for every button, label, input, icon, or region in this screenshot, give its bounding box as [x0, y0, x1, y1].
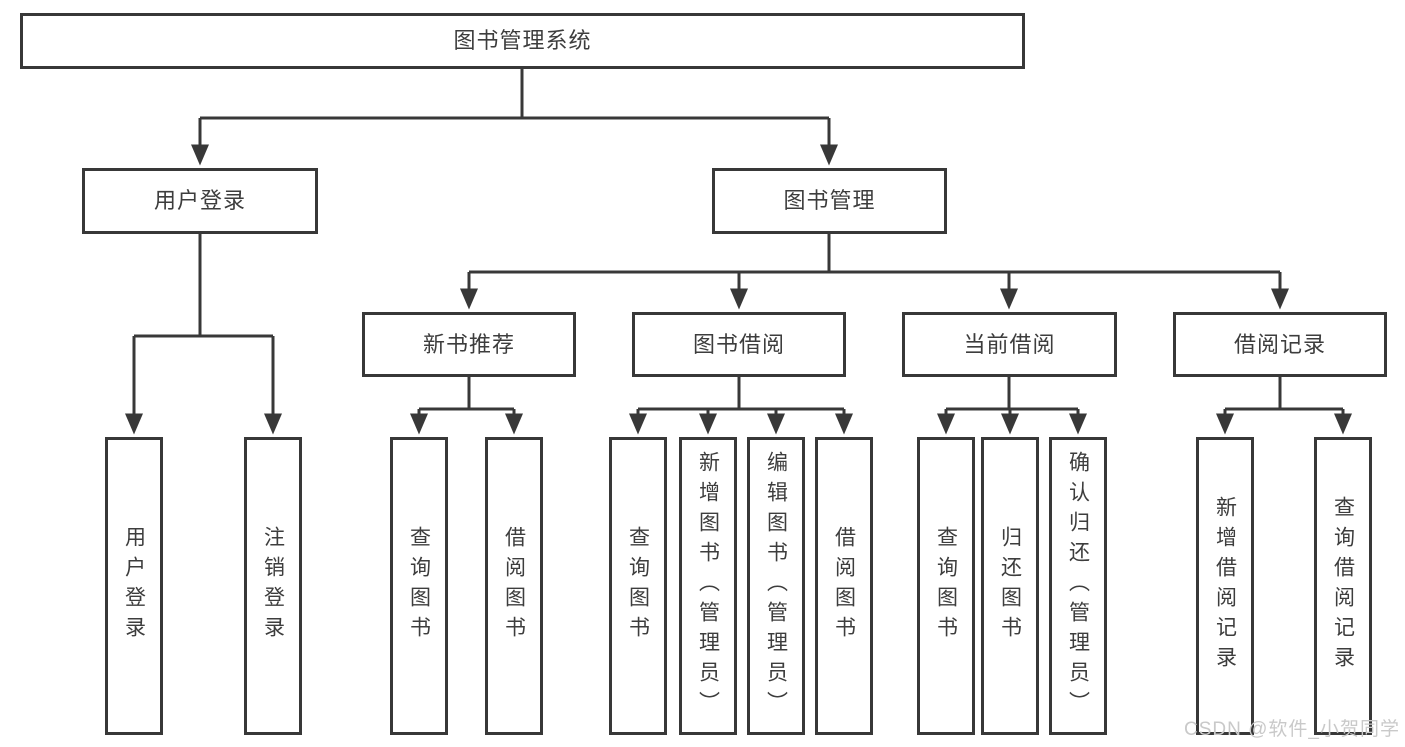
leaf-logout: 注销登录	[244, 437, 302, 735]
leaf-add-borrow-record: 新增借阅记录	[1196, 437, 1254, 735]
leaf-query-books-recommend: 查询图书	[390, 437, 448, 735]
node-book-borrowing: 图书借阅	[632, 312, 846, 377]
leaf-user-login: 用户登录	[105, 437, 163, 735]
leaf-confirm-return-admin: 确认归还（管理员）	[1049, 437, 1107, 735]
leaf-query-borrow-record: 查询借阅记录	[1314, 437, 1372, 735]
node-user-login: 用户登录	[82, 168, 318, 234]
node-current-borrowing: 当前借阅	[902, 312, 1117, 377]
plain-connectors	[134, 69, 1343, 411]
leaf-return-books: 归还图书	[981, 437, 1039, 735]
node-library-management-system: 图书管理系统	[20, 13, 1025, 69]
leaf-query-books-borrow: 查询图书	[609, 437, 667, 735]
leaf-add-books-admin: 新增图书（管理员）	[679, 437, 737, 735]
node-borrowing-records: 借阅记录	[1173, 312, 1387, 377]
leaf-borrow-books: 借阅图书	[815, 437, 873, 735]
node-new-book-recommendation: 新书推荐	[362, 312, 576, 377]
leaf-edit-books-admin: 编辑图书（管理员）	[747, 437, 805, 735]
arrow-connectors	[125, 118, 1352, 435]
leaf-borrow-books-recommend: 借阅图书	[485, 437, 543, 735]
node-book-management: 图书管理	[712, 168, 947, 234]
csdn-watermark: CSDN @软件_小贺同学	[1184, 719, 1400, 740]
leaf-query-books-current: 查询图书	[917, 437, 975, 735]
